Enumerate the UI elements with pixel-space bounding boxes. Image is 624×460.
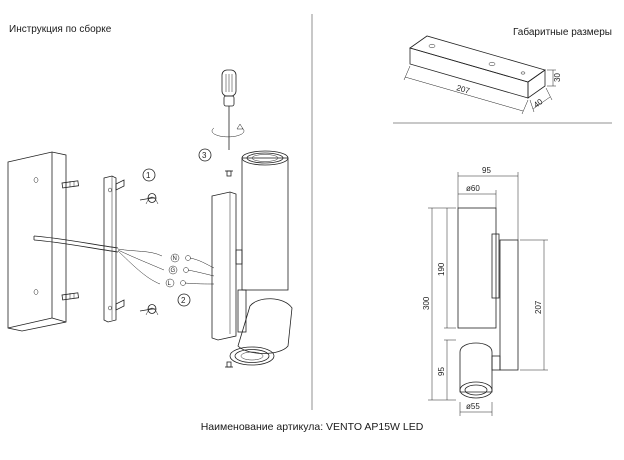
terminal-l: L <box>165 278 186 288</box>
step-1-label: 1 <box>146 171 151 180</box>
front-upper-height-label: 190 <box>437 262 446 276</box>
mounting-bracket <box>103 175 125 323</box>
mounting-screws <box>139 170 233 368</box>
article-name: Наименование артикула: VENTO AP15W LED <box>200 421 424 433</box>
wall-anchors <box>61 180 79 301</box>
svg-text:G: G <box>171 268 176 274</box>
screwdriver-icon <box>211 69 245 150</box>
front-dia-top-label: ø60 <box>466 184 480 193</box>
assembly-instructions-title: Инструкция по сборке <box>9 24 112 35</box>
step-markers: 1 2 3 <box>142 148 212 307</box>
step-3-label: 3 <box>202 151 207 160</box>
svg-text:N: N <box>173 256 177 262</box>
front-lower-height-label: 95 <box>437 367 446 376</box>
wire-terminals: N G L <box>165 253 215 288</box>
step-2-marker: 2 <box>177 293 191 307</box>
terminal-n: N <box>170 253 191 263</box>
anchor-bottom <box>61 292 79 301</box>
front-total-height-label: 300 <box>422 296 431 310</box>
screw-top <box>139 193 159 205</box>
front-plate-height-label: 207 <box>534 300 543 314</box>
front-elevation-drawing: 95 ø60 300 190 95 207 ø55 <box>422 166 548 416</box>
screw-small-top <box>225 170 233 177</box>
power-cable <box>33 235 165 285</box>
lamp-body-assembly <box>211 150 293 366</box>
iso-depth-label: 40 <box>532 97 545 110</box>
screw-bottom <box>139 304 159 316</box>
screw-small-bottom <box>225 361 233 368</box>
front-dia-bottom-label: ø55 <box>466 402 480 411</box>
step-1-marker: 1 <box>142 168 156 182</box>
step-3-marker: 3 <box>198 148 212 162</box>
anchor-top <box>61 180 79 189</box>
wall-plate <box>7 151 67 332</box>
iso-box-drawing: 207 30 40 <box>403 35 562 115</box>
step-2-label: 2 <box>181 296 186 305</box>
svg-text:L: L <box>168 281 172 287</box>
iso-height-label: 30 <box>553 73 562 82</box>
terminal-g: G <box>168 265 189 275</box>
front-width-label: 95 <box>482 166 491 175</box>
dimensions-title: Габаритные размеры <box>512 27 612 38</box>
iso-length-label: 207 <box>455 83 471 95</box>
